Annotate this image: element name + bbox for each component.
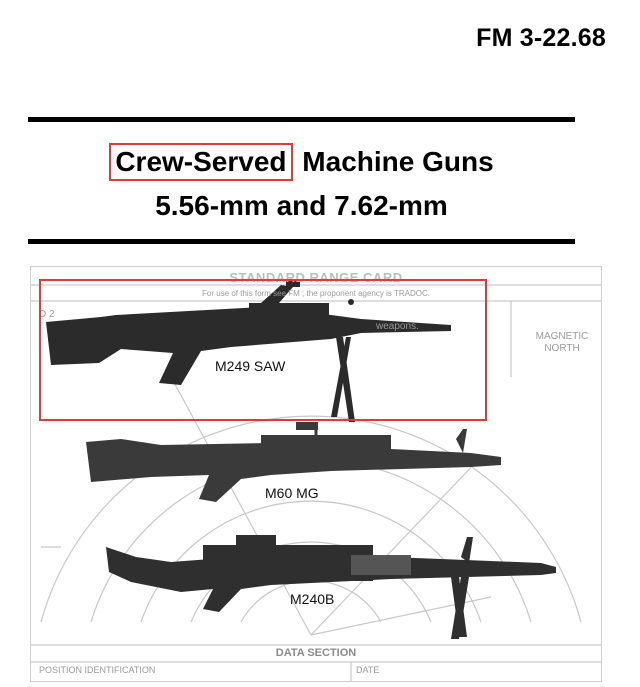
m60-label: M60 MG [265,485,319,501]
title-rest: Machine Guns [302,146,494,177]
document-id: FM 3-22.68 [476,24,606,52]
date-label: DATE [356,665,380,675]
magnetic-north-label: MAGNETIC NORTH [535,331,589,354]
card-field-label: D 2 [39,309,55,320]
m60-mg-weapon [86,422,501,502]
page-title: Crew-Served Machine Guns [28,140,575,184]
card-weapons-text: weapons. [376,321,419,332]
range-card-background [31,281,601,681]
m249-saw-weapon [46,281,451,422]
card-title: STANDARD RANGE CARD [229,270,403,285]
title-block: Crew-Served Machine Guns 5.56-mm and 7.6… [28,140,575,228]
selection-box-m249[interactable] [39,279,487,421]
bottom-rule [28,239,575,244]
data-section-label: DATA SECTION [275,647,357,659]
highlighted-word[interactable]: Crew-Served [109,143,293,181]
m240b-label: M240B [290,591,335,607]
m240b-weapon [106,535,556,639]
page-subtitle: 5.56-mm and 7.62-mm [155,190,448,221]
weapons-figure: STANDARD RANGE CARD For use of this form… [30,266,602,682]
top-rule [28,117,575,122]
position-identification-label: POSITION IDENTIFICATION [39,665,156,675]
card-subtitle: For use of this form see FM ; the propon… [202,289,430,298]
m249-label: M249 SAW [215,358,286,374]
